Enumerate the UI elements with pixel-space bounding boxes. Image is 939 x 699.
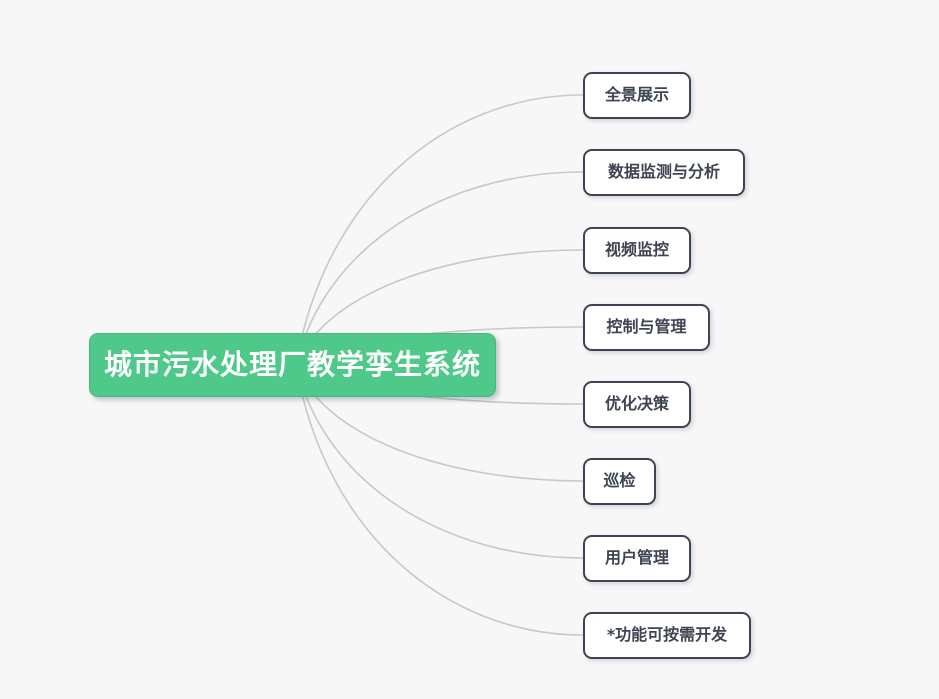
mindmap-node-5[interactable]: 巡检 <box>583 457 656 505</box>
mindmap-node-label: *功能可按需开发 <box>606 625 728 644</box>
mindmap-node-6[interactable]: 用户管理 <box>583 534 691 582</box>
mindmap-node-7[interactable]: *功能可按需开发 <box>583 611 751 659</box>
mindmap-node-4[interactable]: 优化决策 <box>583 380 691 428</box>
mindmap-node-label: 控制与管理 <box>606 317 687 336</box>
mindmap-node-label: 数据监测与分析 <box>607 162 720 181</box>
mindmap-node-label: 优化决策 <box>604 394 669 413</box>
mindmap-node-label: 巡检 <box>603 471 636 490</box>
mindmap-node-1[interactable]: 数据监测与分析 <box>583 148 745 196</box>
mindmap-node-3[interactable]: 控制与管理 <box>583 303 710 351</box>
root-node[interactable]: 城市污水处理厂教学孪生系统 <box>89 333 496 397</box>
mindmap-node-label: 全景展示 <box>604 85 669 104</box>
mindmap-node-0[interactable]: 全景展示 <box>583 71 691 119</box>
connector-branch-0 <box>295 94 584 366</box>
mindmap-node-label: 用户管理 <box>604 548 669 567</box>
mindmap-node-label: 视频监控 <box>604 240 669 259</box>
mindmap-node-2[interactable]: 视频监控 <box>583 226 691 274</box>
root-node-label: 城市污水处理厂教学孪生系统 <box>103 348 481 381</box>
connector-branch-7 <box>295 364 584 636</box>
